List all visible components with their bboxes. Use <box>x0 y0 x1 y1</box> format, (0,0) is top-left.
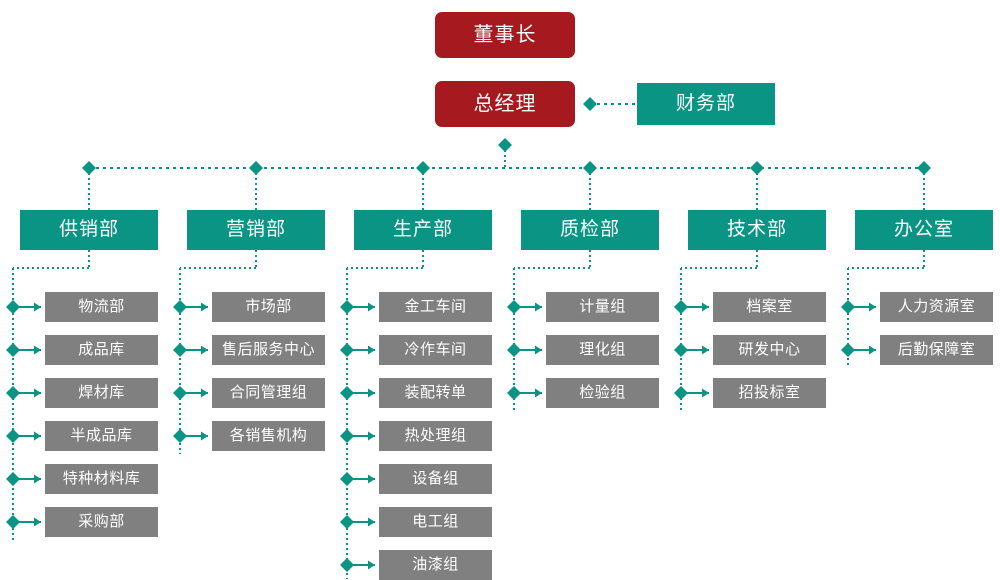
sub-item[interactable]: 特种材料库 <box>45 464 158 494</box>
sub-item[interactable]: 冷作车间 <box>379 335 492 365</box>
sub-item[interactable]: 半成品库 <box>45 421 158 451</box>
connector-dot <box>6 515 20 529</box>
child-arrow-head <box>34 431 41 441</box>
connector-dot <box>6 343 20 357</box>
connector-dot <box>173 343 187 357</box>
connector-dot <box>917 161 931 175</box>
node-chairman[interactable]: 董事长 <box>435 12 575 58</box>
sub-item[interactable]: 招投标室 <box>713 378 826 408</box>
child-arrow-head <box>368 560 375 570</box>
sub-item[interactable]: 采购部 <box>45 507 158 537</box>
connector-dot <box>340 386 354 400</box>
connector-dot <box>507 343 521 357</box>
connector-dot <box>340 300 354 314</box>
connector-dot <box>507 300 521 314</box>
connector-dot <box>340 558 354 572</box>
sub-item[interactable]: 热处理组 <box>379 421 492 451</box>
sub-item[interactable]: 档案室 <box>713 292 826 322</box>
connector-dot <box>841 343 855 357</box>
node-quality-inspection-department[interactable]: 质检部 <box>521 210 659 250</box>
sub-item[interactable]: 油漆组 <box>379 550 492 580</box>
sub-item[interactable]: 计量组 <box>546 292 659 322</box>
child-arrow-head <box>34 302 41 312</box>
child-arrow-head <box>34 474 41 484</box>
sub-item[interactable]: 市场部 <box>212 292 325 322</box>
child-arrow-head <box>368 474 375 484</box>
connector-dot <box>173 386 187 400</box>
connector-dot <box>841 300 855 314</box>
child-arrow-head <box>34 517 41 527</box>
child-arrow-head <box>201 302 208 312</box>
sub-item[interactable]: 人力资源室 <box>880 292 993 322</box>
sub-item[interactable]: 物流部 <box>45 292 158 322</box>
child-arrow-head <box>34 345 41 355</box>
node-marketing-department[interactable]: 营销部 <box>187 210 325 250</box>
child-arrow-head <box>368 431 375 441</box>
sub-item[interactable]: 电工组 <box>379 507 492 537</box>
connector-dot <box>6 386 20 400</box>
sub-item[interactable]: 各销售机构 <box>212 421 325 451</box>
child-arrow-head <box>869 345 876 355</box>
connector-dot <box>674 300 688 314</box>
connector-dot <box>6 472 20 486</box>
child-arrow-head <box>201 345 208 355</box>
node-general-manager[interactable]: 总经理 <box>435 81 575 127</box>
connector-dot <box>249 161 263 175</box>
connector-dot <box>583 97 597 111</box>
child-arrow-head <box>535 388 542 398</box>
sub-item[interactable]: 成品库 <box>45 335 158 365</box>
connector-dot <box>6 429 20 443</box>
child-arrow-head <box>535 345 542 355</box>
child-arrow-head <box>201 431 208 441</box>
node-office-department[interactable]: 办公室 <box>855 210 993 250</box>
connector-dot <box>340 429 354 443</box>
connector-dot <box>674 343 688 357</box>
connector-dot <box>340 515 354 529</box>
connector-dot <box>340 472 354 486</box>
sub-item[interactable]: 理化组 <box>546 335 659 365</box>
node-production-department[interactable]: 生产部 <box>354 210 492 250</box>
child-arrow-head <box>702 345 709 355</box>
child-arrow-head <box>869 302 876 312</box>
child-arrow-head <box>368 345 375 355</box>
connector-dot <box>498 138 512 152</box>
connector-dot <box>507 386 521 400</box>
child-arrow-head <box>535 302 542 312</box>
node-technology-department[interactable]: 技术部 <box>688 210 826 250</box>
connector-dot <box>583 161 597 175</box>
connector-dot <box>750 161 764 175</box>
sub-item[interactable]: 装配转单 <box>379 378 492 408</box>
node-finance-department[interactable]: 财务部 <box>637 83 775 125</box>
sub-item[interactable]: 后勤保障室 <box>880 335 993 365</box>
sub-item[interactable]: 售后服务中心 <box>212 335 325 365</box>
connector-dot <box>173 300 187 314</box>
child-arrow-head <box>368 388 375 398</box>
child-arrow-head <box>201 388 208 398</box>
connector-dot <box>173 429 187 443</box>
sub-item[interactable]: 设备组 <box>379 464 492 494</box>
sub-item[interactable]: 焊材库 <box>45 378 158 408</box>
sub-item[interactable]: 合同管理组 <box>212 378 325 408</box>
connector-dot <box>416 161 430 175</box>
child-arrow-head <box>34 388 41 398</box>
connector-dot <box>82 161 96 175</box>
child-arrow-head <box>702 302 709 312</box>
connector-dot <box>6 300 20 314</box>
connector-dot <box>674 386 688 400</box>
child-arrow-head <box>368 302 375 312</box>
child-arrow-head <box>368 517 375 527</box>
node-supply-and-marketing-department[interactable]: 供销部 <box>20 210 158 250</box>
sub-item[interactable]: 检验组 <box>546 378 659 408</box>
child-arrow-head <box>702 388 709 398</box>
sub-item[interactable]: 金工车间 <box>379 292 492 322</box>
sub-item[interactable]: 研发中心 <box>713 335 826 365</box>
connector-dot <box>340 343 354 357</box>
